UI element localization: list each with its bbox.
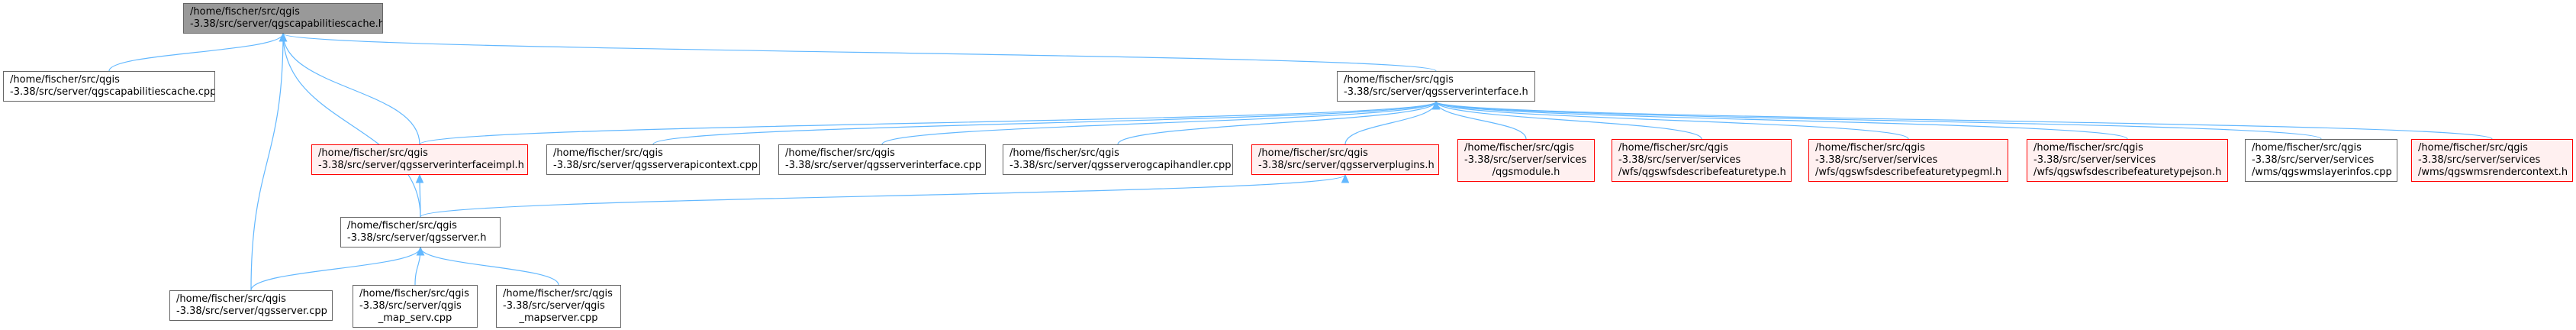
node-line: /home/fischer/src/qgis — [347, 220, 457, 231]
node-line: /home/fischer/src/qgis — [176, 293, 286, 305]
node-line: -3.38/src/server/qgsserverinterfaceimpl.… — [318, 160, 524, 171]
node-line: -3.38/src/server/qgscapabilitiescache.cp… — [10, 86, 215, 98]
node-line: /home/fischer/src/qgis — [1815, 142, 1925, 154]
node-qgswfsdescribefeaturetypegml-h[interactable]: /home/fischer/src/qgis -3.38/src/server/… — [1808, 139, 2008, 182]
node-line: -3.38/src/server/qgsserverinterface.h — [1344, 86, 1528, 98]
node-qgsserver-cpp[interactable]: /home/fischer/src/qgis -3.38/src/server/… — [169, 290, 333, 321]
node-line: -3.38/src/server/qgsserverinterface.cpp — [785, 160, 982, 171]
dependency-edge — [652, 101, 1437, 145]
node-line: /wms/qgswmsrendercontext.h — [2418, 167, 2568, 178]
node-qgswmslayerinfos-cpp[interactable]: /home/fischer/src/qgis -3.38/src/server/… — [2245, 139, 2397, 182]
node-line: -3.38/src/server/qgsserverplugins.h — [1258, 160, 1435, 171]
node-line: -3.38/src/server/qgscapabilitiescache.h — [190, 18, 383, 30]
dependency-edge — [881, 101, 1437, 145]
dependency-edge — [1117, 101, 1437, 145]
node-line: /home/fischer/src/qgis — [1464, 142, 1574, 154]
node-line: /home/fischer/src/qgis — [10, 74, 120, 86]
dependency-edge — [282, 33, 421, 218]
node-qgswfsdescribefeaturetypejson-h[interactable]: /home/fischer/src/qgis -3.38/src/server/… — [2027, 139, 2228, 182]
node-line: /wfs/qgswfsdescribefeaturetypegml.h — [1815, 167, 2002, 178]
node-line: /home/fischer/src/qgis — [2033, 142, 2143, 154]
node-line: -3.38/src/server/qgsserver.h — [347, 232, 487, 244]
edge-arrowhead — [416, 246, 425, 256]
node-line: /home/fischer/src/qgis — [1258, 147, 1368, 159]
node-line: /home/fischer/src/qgis — [190, 6, 300, 18]
node-line: /home/fischer/src/qgis — [503, 288, 613, 299]
node-line: /home/fischer/src/qgis — [2252, 142, 2362, 154]
dependency-edge — [108, 33, 284, 72]
node-qgswfsdescribefeaturetype-h[interactable]: /home/fischer/src/qgis -3.38/src/server/… — [1612, 139, 1792, 182]
node-line: /home/fischer/src/qgis — [1344, 74, 1454, 86]
node-line: -3.38/src/server/qgsserverapicontext.cpp — [553, 160, 758, 171]
edge-arrowhead — [1431, 100, 1441, 110]
dependency-edge — [1435, 101, 1702, 140]
node-line: -3.38/src/server/services — [2418, 154, 2541, 166]
node-line: -3.38/src/server/qgis — [359, 300, 462, 312]
dependency-edge — [420, 174, 1346, 218]
dependency-edge — [250, 33, 284, 291]
node-qgsserver-h[interactable]: /home/fischer/src/qgis -3.38/src/server/… — [340, 217, 501, 247]
node-qgscapabilitiescache-cpp[interactable]: /home/fischer/src/qgis -3.38/src/server/… — [3, 71, 215, 102]
dependency-edge — [1435, 101, 1909, 140]
node-line: -3.38/src/server/services — [2252, 154, 2375, 166]
dependency-edge — [420, 247, 559, 286]
node-line: /wfs/qgswfsdescribefeaturetype.h — [1618, 167, 1786, 178]
dependency-edge — [282, 33, 1437, 72]
node-line: -3.38/src/server/qgis — [503, 300, 605, 312]
node-line: /wms/qgswmslayerinfos.cpp — [2252, 167, 2392, 178]
dependency-edge — [1435, 101, 2493, 140]
dependency-edge — [282, 33, 420, 145]
node-qgswmsrendercontext-h[interactable]: /home/fischer/src/qgis -3.38/src/server/… — [2411, 139, 2573, 182]
node-line: /home/fischer/src/qgis — [1009, 147, 1119, 159]
node-line: /home/fischer/src/qgis — [318, 147, 428, 159]
node-qgis-mapserver-cpp[interactable]: /home/fischer/src/qgis -3.38/src/server/… — [496, 285, 621, 328]
edge-arrowhead — [279, 32, 288, 42]
dependency-edge — [419, 101, 1437, 145]
edge-arrowhead — [415, 173, 424, 183]
dependency-edge — [1435, 101, 2128, 140]
node-qgsserverapicontext-cpp[interactable]: /home/fischer/src/qgis -3.38/src/server/… — [546, 144, 760, 175]
node-line: /home/fischer/src/qgis — [785, 147, 895, 159]
node-line: /home/fischer/src/qgis — [553, 147, 663, 159]
dependency-edge — [1344, 101, 1437, 145]
edge-arrowhead — [1341, 173, 1350, 183]
node-qgsserverinterface-cpp[interactable]: /home/fischer/src/qgis -3.38/src/server/… — [778, 144, 986, 175]
dependency-edge — [1435, 101, 2322, 140]
node-line: -3.38/src/server/services — [2033, 154, 2156, 166]
node-line: -3.38/src/server/qgsserverogcapihandler.… — [1009, 160, 1232, 171]
node-line: -3.38/src/server/services — [1464, 154, 1587, 166]
dependency-edge — [250, 247, 421, 291]
node-line: _mapserver.cpp — [519, 312, 598, 324]
node-line: -3.38/src/server/services — [1618, 154, 1741, 166]
node-line: /home/fischer/src/qgis — [359, 288, 469, 299]
node-line: /qgsmodule.h — [1492, 167, 1560, 178]
node-qgsserverinterface-h[interactable]: /home/fischer/src/qgis -3.38/src/server/… — [1337, 71, 1535, 102]
node-line: -3.38/src/server/qgsserver.cpp — [176, 306, 327, 317]
node-qgscapabilitiescache-h[interactable]: /home/fischer/src/qgis -3.38/src/server/… — [183, 3, 383, 34]
node-qgsmodule-h[interactable]: /home/fischer/src/qgis -3.38/src/server/… — [1457, 139, 1595, 182]
node-line: /home/fischer/src/qgis — [1618, 142, 1728, 154]
node-qgsserverogcapihandler-cpp[interactable]: /home/fischer/src/qgis -3.38/src/server/… — [1003, 144, 1233, 175]
node-qgsserverplugins-h[interactable]: /home/fischer/src/qgis -3.38/src/server/… — [1251, 144, 1439, 175]
node-qgsserverinterfaceimpl-h[interactable]: /home/fischer/src/qgis -3.38/src/server/… — [311, 144, 528, 175]
node-line: _map_serv.cpp — [378, 312, 452, 324]
dependency-edge — [1435, 101, 1527, 140]
node-line: /wfs/qgswfsdescribefeaturetypejson.h — [2033, 167, 2222, 178]
node-qgis-map-serv-cpp[interactable]: /home/fischer/src/qgis -3.38/src/server/… — [353, 285, 478, 328]
node-line: /home/fischer/src/qgis — [2418, 142, 2528, 154]
node-line: -3.38/src/server/services — [1815, 154, 1938, 166]
